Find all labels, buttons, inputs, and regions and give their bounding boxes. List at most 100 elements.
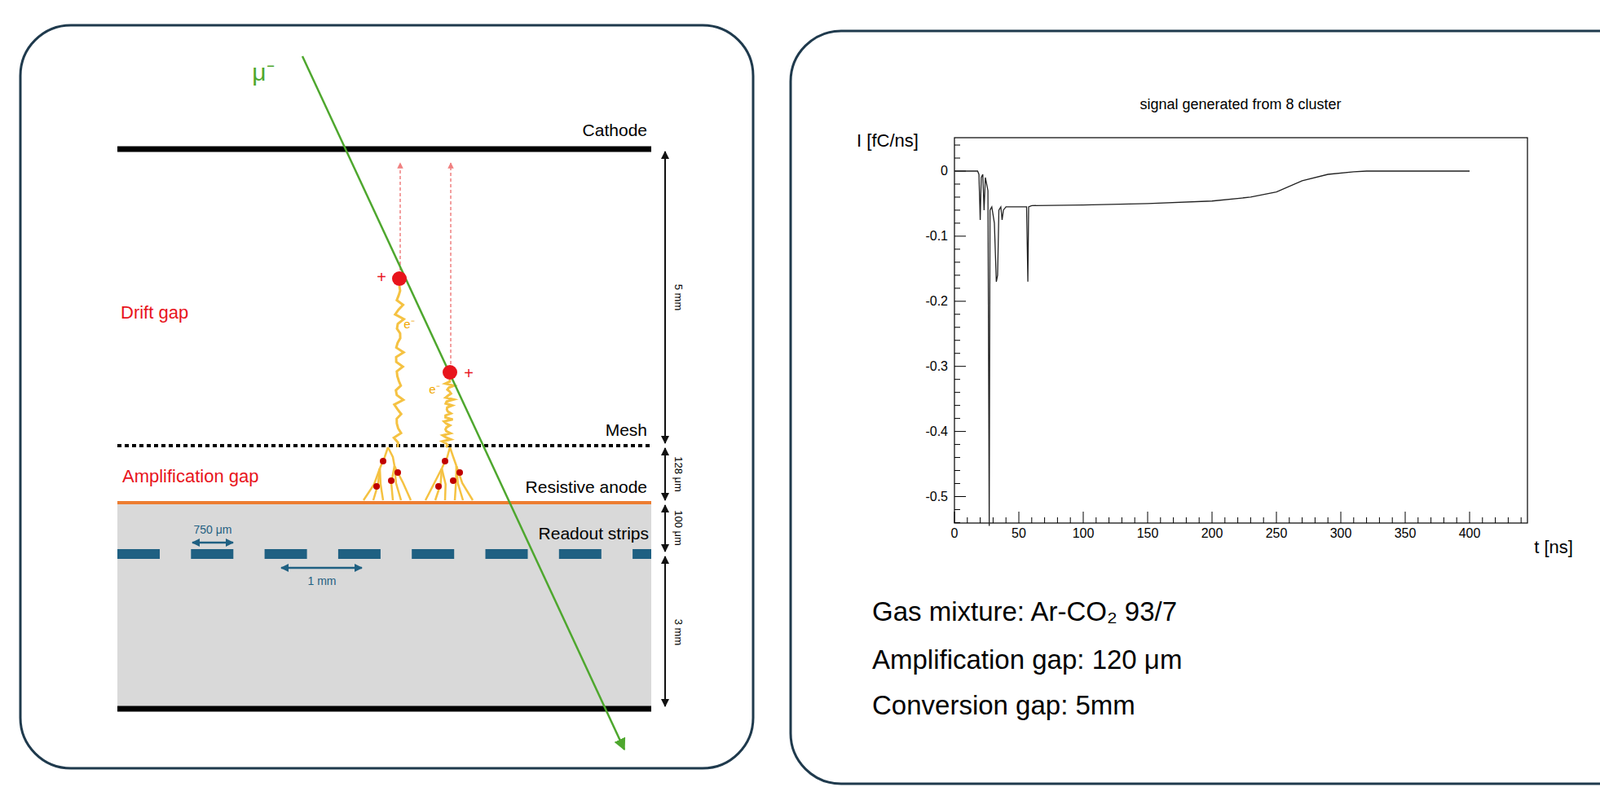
dimension: 128 μm xyxy=(672,456,684,493)
region-name: Amplification gap xyxy=(122,467,260,487)
tick xyxy=(1353,517,1354,524)
avalanche-branch xyxy=(425,468,442,501)
part-name: Mesh xyxy=(605,420,648,440)
avalanche-branch xyxy=(456,466,473,501)
avalanche-branch xyxy=(394,466,402,501)
part-name: Cathode xyxy=(582,120,648,140)
tick xyxy=(954,145,961,146)
plot-frame xyxy=(954,137,1528,524)
ion-dot xyxy=(387,477,395,485)
resistive-anode-line xyxy=(117,501,652,505)
tick xyxy=(954,511,956,524)
tick xyxy=(954,326,961,328)
ion-drift-arrow xyxy=(399,163,402,271)
tick xyxy=(954,457,961,459)
tick xyxy=(1212,511,1213,524)
strip xyxy=(485,549,529,560)
tick xyxy=(1340,511,1342,524)
avalanche-branch xyxy=(441,468,446,501)
avalanche-branch xyxy=(379,468,384,501)
tick xyxy=(1456,517,1458,524)
tick xyxy=(954,431,966,432)
strip xyxy=(559,549,602,560)
tick xyxy=(1288,517,1290,524)
tick-label: 50 xyxy=(1011,526,1027,542)
tick xyxy=(1070,517,1072,524)
tick-label: -0.4 xyxy=(925,424,948,440)
tick xyxy=(1134,517,1136,524)
electron-tracks xyxy=(363,286,473,501)
ion-dot xyxy=(435,483,442,490)
tick xyxy=(1417,517,1419,524)
tick xyxy=(954,352,961,354)
part-name: Resistive anode xyxy=(524,477,649,497)
ion-dot xyxy=(394,469,402,477)
pitch-arrows xyxy=(192,542,362,569)
left-panel xyxy=(20,25,754,769)
dimension: 1 mm xyxy=(308,575,337,588)
readout-strips xyxy=(117,549,652,560)
avalanche-branch xyxy=(373,468,380,501)
tick xyxy=(1159,517,1161,524)
ion-dot xyxy=(449,477,457,485)
ionisation-point xyxy=(442,365,458,380)
ion-dot xyxy=(379,458,387,465)
tick xyxy=(1314,517,1316,524)
tick xyxy=(954,300,966,302)
note: Conversion gap: 5mm xyxy=(872,691,1136,721)
tick xyxy=(954,405,961,406)
tick-label: 400 xyxy=(1458,526,1481,542)
avalanche-branch xyxy=(435,468,442,501)
charge-label: e⁻ xyxy=(403,317,415,332)
avalanche-branch xyxy=(387,447,395,467)
tick-label: 150 xyxy=(1137,526,1160,542)
tick-label: -0.1 xyxy=(925,229,948,244)
tick xyxy=(966,517,968,524)
ground-plane xyxy=(117,706,652,713)
tick xyxy=(954,313,961,315)
tick-label: 300 xyxy=(1330,526,1353,542)
strip xyxy=(632,549,652,560)
tick xyxy=(954,196,961,198)
tick xyxy=(1121,517,1123,524)
tick xyxy=(954,274,961,276)
tick xyxy=(1327,517,1329,524)
tick xyxy=(1172,517,1174,524)
region-name: Drift gap xyxy=(120,303,189,323)
tick xyxy=(1263,517,1265,524)
tick xyxy=(1044,517,1045,524)
tick xyxy=(954,248,961,250)
tick xyxy=(954,222,961,224)
tick xyxy=(1224,517,1226,524)
charge-label: e⁻ xyxy=(428,383,440,397)
tick xyxy=(1057,517,1058,524)
tick-label: -0.2 xyxy=(925,294,948,309)
tick xyxy=(954,470,961,472)
ion-dot xyxy=(441,458,449,465)
tick xyxy=(1108,517,1110,524)
axis-title: I [fC/ns] xyxy=(856,131,919,151)
electron-drift xyxy=(393,286,404,448)
tick xyxy=(1366,517,1367,524)
tick-label: 250 xyxy=(1265,526,1288,542)
tick xyxy=(1301,517,1303,524)
note: Gas mixture: Ar-CO₂ 93/7 xyxy=(872,597,1177,627)
tick-label: 200 xyxy=(1201,526,1224,542)
avalanche-branch xyxy=(363,468,380,501)
part-name: Readout strips xyxy=(537,524,651,543)
avalanche-branch xyxy=(449,447,457,467)
tick xyxy=(1379,517,1380,524)
tick xyxy=(1520,517,1522,524)
tick xyxy=(1481,517,1483,524)
tick-label: -0.5 xyxy=(925,489,948,505)
tick xyxy=(1469,511,1471,524)
particle-label: μ⁻ xyxy=(251,58,274,86)
tick xyxy=(1031,517,1032,524)
electron-drift xyxy=(442,379,454,448)
dimension-arrows xyxy=(664,151,666,707)
strip xyxy=(411,549,454,560)
dimension: 5 mm xyxy=(672,284,684,312)
tick xyxy=(1250,517,1252,524)
strip xyxy=(264,549,308,560)
